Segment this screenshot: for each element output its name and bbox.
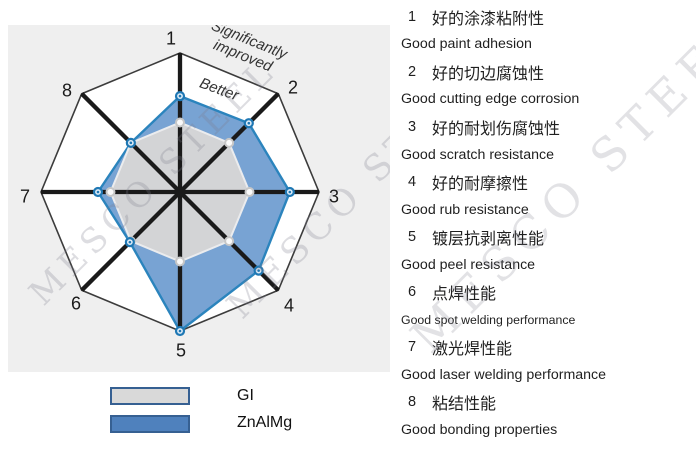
list-item-zh: 1 好的涂漆粘附性 (400, 3, 694, 31)
radar-chart (40, 52, 320, 337)
axis-label-7: 7 (19, 186, 31, 207)
item-text-en: Good cutting edge corrosion (401, 91, 580, 108)
item-text-en: Good spot welding performance (401, 312, 576, 327)
item-text-en: Good laser welding performance (401, 366, 607, 383)
item-number: 7 (408, 339, 417, 356)
list-item-en: Good scratch resistance (400, 141, 694, 169)
list-item-zh: 2 好的切边腐蚀性 (400, 58, 694, 86)
list-item-zh: 5 镀层抗剥离性能 (400, 223, 694, 251)
list-item-zh: 6 点焊性能 (400, 278, 694, 306)
axis-label-3: 3 (328, 186, 340, 207)
axis-label-4: 4 (283, 295, 295, 316)
item-text-zh: 好的耐摩擦性 (432, 176, 529, 194)
item-text-zh: 镀层抗剥离性能 (432, 231, 545, 249)
axis-label-6: 6 (70, 293, 82, 314)
criteria-list: 1 好的涂漆粘附性 Good paint adhesion 2 好的切边腐蚀性 … (400, 3, 694, 444)
axis-label-5: 5 (175, 340, 187, 361)
item-number: 4 (408, 174, 417, 191)
list-item-zh: 7 激光焊性能 (400, 334, 694, 362)
list-item-zh: 4 好的耐摩擦性 (400, 168, 694, 196)
axis-label-1: 1 (165, 28, 177, 49)
item-text-en: Good rub resistance (401, 201, 529, 218)
item-text-zh: 点焊性能 (432, 286, 497, 304)
item-number: 3 (408, 118, 417, 135)
list-item-en: Good laser welding performance (400, 361, 694, 389)
item-number: 5 (408, 229, 417, 246)
list-item-en: Good peel resistance (400, 251, 694, 279)
item-text-zh: 好的耐划伤腐蚀性 (432, 120, 561, 138)
list-item-zh: 8 粘结性能 (400, 389, 694, 417)
axis-label-8: 8 (61, 80, 73, 101)
item-text-zh: 好的切边腐蚀性 (432, 65, 545, 83)
item-text-en: Good peel resistance (401, 256, 536, 273)
legend-swatch-znalmg (110, 415, 190, 433)
item-text-en: Good scratch resistance (401, 146, 554, 163)
list-item-en: Good spot welding performance (400, 306, 694, 334)
list-item-en: Good paint adhesion (400, 31, 694, 59)
item-number: 6 (408, 284, 417, 301)
legend-label-znalmg: ZnAlMg (237, 414, 293, 431)
legend-label-gi: GI (237, 387, 254, 404)
item-number: 8 (408, 394, 417, 411)
axis-label-2: 2 (287, 77, 299, 98)
radar-chart-panel: MESCO STEEL MESCO STEEL 1 2 3 4 5 6 7 8 … (8, 25, 390, 372)
list-item-en: Good rub resistance (400, 196, 694, 224)
item-number: 1 (408, 8, 417, 25)
list-item-en: Good bonding properties (400, 416, 694, 444)
item-text-zh: 激光焊性能 (432, 341, 513, 359)
item-text-en: Good paint adhesion (401, 36, 532, 53)
item-text-en: Good bonding properties (401, 421, 558, 438)
legend-swatch-gi (110, 387, 190, 405)
list-item-zh: 3 好的耐划伤腐蚀性 (400, 113, 694, 141)
item-text-zh: 好的涂漆粘附性 (432, 10, 545, 28)
item-text-zh: 粘结性能 (432, 396, 497, 414)
item-number: 2 (408, 63, 417, 80)
list-item-en: Good cutting edge corrosion (400, 86, 694, 114)
